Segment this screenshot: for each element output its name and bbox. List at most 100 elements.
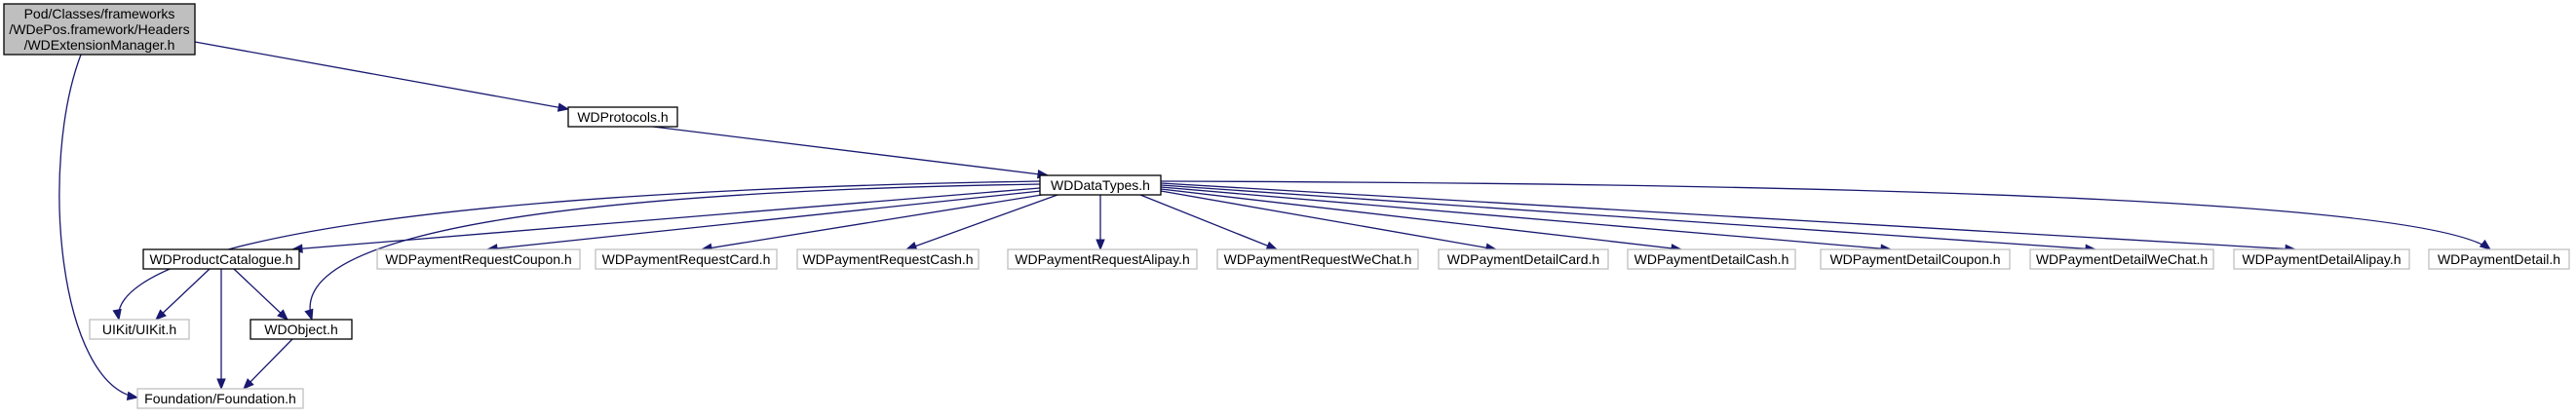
node-detail: WDPaymentDetail.h: [2428, 248, 2570, 270]
edge-datatypes-to-dwechat: [1160, 184, 2097, 254]
edge-line: [1160, 182, 2296, 250]
edge-arrowhead: [2479, 239, 2492, 250]
node-box: [376, 248, 581, 270]
node-coupon: WDPaymentRequestCoupon.h: [376, 248, 581, 270]
node-box: [250, 319, 353, 340]
node-label: WDDataTypes.h: [1051, 177, 1150, 193]
node-label: WDPaymentDetailWeChat.h: [2036, 251, 2208, 267]
edge-line: [652, 126, 1049, 176]
edge-datatypes-to-catalogue: [290, 187, 1041, 253]
edge-line: [58, 54, 138, 399]
node-box: [142, 248, 300, 270]
node-box: [3, 3, 196, 56]
edge-datatypes-to-alipay: [1096, 195, 1105, 251]
node-box: [2029, 248, 2214, 270]
edge-arrowhead: [1265, 241, 1279, 250]
edge-datatypes-to-wechat: [1139, 194, 1279, 250]
edge-line: [233, 268, 288, 321]
node-box: [1216, 248, 1419, 270]
node-box: [2233, 248, 2410, 270]
node-dcoupon: WDPaymentDetailCoupon.h: [1820, 248, 2011, 270]
edge-object-to-foundation: [243, 338, 293, 390]
edge-line: [194, 41, 569, 110]
edge-datatypes-to-uikit: [112, 180, 1041, 322]
edge-arrowhead: [904, 241, 918, 250]
node-box: [1039, 174, 1162, 196]
node-label: WDPaymentRequestCard.h: [602, 251, 771, 267]
edge-line: [701, 193, 1049, 250]
node-alipay: WDPaymentRequestAlipay.h: [1007, 248, 1198, 270]
node-root[interactable]: Pod/Classes/frameworks/WDePos.framework/…: [3, 3, 196, 56]
node-box: [595, 248, 778, 270]
node-label: /WDExtensionManager.h: [24, 37, 175, 53]
edge-line: [243, 338, 293, 390]
node-cash: WDPaymentRequestCash.h: [796, 248, 980, 270]
edge-arrowhead: [1096, 239, 1105, 251]
edge-arrowhead: [243, 378, 254, 390]
node-label: WDPaymentDetailAlipay.h: [2242, 251, 2401, 267]
graph-nodes: Pod/Classes/frameworks/WDePos.framework/…: [3, 3, 2570, 409]
node-box: [796, 248, 980, 270]
node-card: WDPaymentRequestCard.h: [595, 248, 778, 270]
edge-line: [291, 187, 1041, 250]
edge-line: [1160, 184, 2096, 250]
node-box: [1007, 248, 1198, 270]
node-box: [567, 106, 678, 128]
node-wechat: WDPaymentRequestWeChat.h: [1216, 248, 1419, 270]
edge-arrowhead: [112, 308, 122, 322]
node-label: WDProductCatalogue.h: [149, 251, 292, 267]
node-label: Pod/Classes/frameworks: [24, 6, 175, 21]
node-object[interactable]: WDObject.h: [250, 319, 353, 340]
node-label: WDPaymentDetailCard.h: [1447, 251, 1599, 267]
edge-datatypes-to-detail: [1160, 180, 2492, 250]
node-protocols[interactable]: WDProtocols.h: [567, 106, 678, 128]
edge-line: [486, 190, 1042, 250]
edge-line: [1160, 190, 1497, 250]
edge-catalogue-to-uikit: [155, 268, 211, 321]
edge-line: [1160, 188, 1682, 250]
node-label: WDObject.h: [264, 322, 337, 337]
edge-root-to-foundation: [58, 54, 139, 401]
node-catalogue[interactable]: WDProductCatalogue.h: [142, 248, 300, 270]
edge-line: [309, 183, 1042, 321]
node-box: [1820, 248, 2011, 270]
edge-datatypes-to-object: [304, 183, 1042, 322]
node-label: WDPaymentDetailCoupon.h: [1829, 251, 2000, 267]
edge-datatypes-to-card: [700, 193, 1049, 253]
edge-datatypes-to-dalipay: [1160, 182, 2297, 254]
node-label: WDPaymentRequestCoupon.h: [385, 251, 571, 267]
edge-catalogue-to-object: [233, 268, 288, 321]
node-dcash: WDPaymentDetailCash.h: [1627, 248, 1796, 270]
node-box: [2428, 248, 2570, 270]
edge-line: [155, 268, 211, 321]
node-label: WDPaymentDetail.h: [2438, 251, 2560, 267]
edge-arrowhead: [277, 309, 288, 321]
edge-line: [117, 180, 1041, 321]
node-label: WDPaymentRequestWeChat.h: [1224, 251, 1412, 267]
node-label: WDPaymentDetailCash.h: [1634, 251, 1789, 267]
edge-line: [905, 194, 1058, 250]
node-box: [136, 388, 304, 409]
edge-line: [1160, 180, 2491, 250]
edge-arrowhead: [216, 378, 226, 391]
node-box: [1438, 248, 1609, 270]
node-label: WDPaymentRequestCash.h: [802, 251, 973, 267]
node-datatypes[interactable]: WDDataTypes.h: [1039, 174, 1162, 196]
node-label: Foundation/Foundation.h: [144, 391, 296, 406]
edge-protocols-to-datatypes: [652, 126, 1050, 179]
node-label: WDPaymentRequestAlipay.h: [1015, 251, 1189, 267]
edge-root-to-protocols: [194, 41, 570, 112]
edge-line: [1139, 194, 1278, 250]
node-dwechat: WDPaymentDetailWeChat.h: [2029, 248, 2214, 270]
graph-edges: [58, 41, 2492, 401]
edge-arrowhead: [304, 308, 314, 322]
node-foundation: Foundation/Foundation.h: [136, 388, 304, 409]
edge-arrowhead: [557, 102, 570, 112]
node-dalipay: WDPaymentDetailAlipay.h: [2233, 248, 2410, 270]
edge-catalogue-to-foundation: [216, 269, 226, 391]
edge-arrowhead: [126, 391, 139, 401]
node-label: /WDePos.framework/Headers: [9, 21, 189, 37]
node-box: [1627, 248, 1796, 270]
edge-arrowhead: [155, 309, 167, 321]
